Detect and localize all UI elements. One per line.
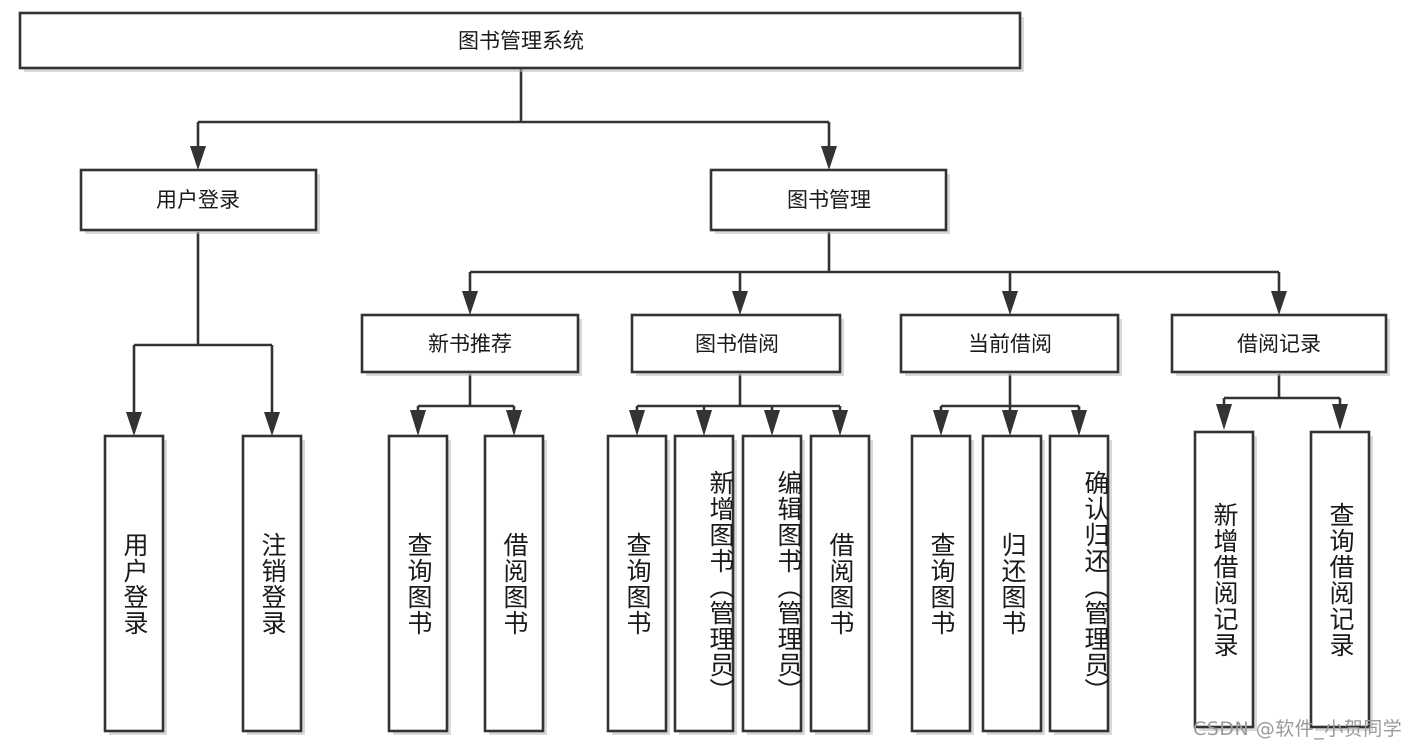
leaf-confirm-return-label: 确认归还（管理员） xyxy=(1081,469,1110,704)
leaf-return-book-label: 归还图书 xyxy=(998,531,1027,636)
leaf-logout-login-label: 注销登录 xyxy=(258,531,287,636)
leaf-query-book-1-label: 查询图书 xyxy=(404,531,433,636)
node-box-leaf-borrow-book-1[interactable] xyxy=(483,434,545,733)
node-box-leaf-user-login[interactable] xyxy=(103,434,165,733)
leaf-borrow-book-2-label: 借阅图书 xyxy=(826,531,855,636)
leaf-add-record-label: 新增借阅记录 xyxy=(1210,501,1239,658)
leaf-query-book-2-label: 查询图书 xyxy=(623,531,652,636)
arrow-to-leaf-borrow-book-2 xyxy=(832,410,848,436)
arrow-to-leaf-query-book-2 xyxy=(629,410,645,436)
node-box-leaf-edit-book[interactable] xyxy=(741,434,803,733)
node-box-leaf-confirm-return[interactable] xyxy=(1048,434,1110,733)
arrow-to-leaf-edit-book xyxy=(764,410,780,436)
arrow-to-leaf-confirm-return xyxy=(1071,410,1087,436)
node-box-book-borrow[interactable] xyxy=(630,313,842,374)
leaf-query-book-3-label: 查询图书 xyxy=(927,531,956,636)
csdn-watermark: CSDN @软件_小贺同学 xyxy=(1193,718,1403,740)
node-box-leaf-return-book[interactable] xyxy=(981,434,1043,733)
arrow-to-leaf-query-book-1 xyxy=(410,410,426,436)
arrow-to-current-borrow xyxy=(1002,291,1018,315)
arrow-to-leaf-add-record xyxy=(1216,404,1232,430)
node-box-book-management[interactable] xyxy=(709,168,948,232)
connector-group xyxy=(126,68,1348,436)
node-box-leaf-query-book-3[interactable] xyxy=(910,434,972,733)
arrow-to-book-management xyxy=(821,146,837,170)
arrow-to-leaf-user-login xyxy=(126,412,142,436)
node-box-leaf-borrow-book-2[interactable] xyxy=(809,434,871,733)
user-login-label: 用户登录 xyxy=(156,188,240,212)
borrow-record-label: 借阅记录 xyxy=(1237,332,1321,356)
leaf-query-record-label: 查询借阅记录 xyxy=(1326,501,1355,658)
node-box-leaf-logout-login[interactable] xyxy=(241,434,303,733)
leaf-add-book-label: 新增图书（管理员） xyxy=(706,469,735,704)
arrow-to-leaf-logout-login xyxy=(264,412,280,436)
leaf-edit-book-label: 编辑图书（管理员） xyxy=(774,469,803,704)
arrow-to-leaf-query-record xyxy=(1332,404,1348,430)
leaf-borrow-book-1-label: 借阅图书 xyxy=(500,531,529,636)
arrow-to-leaf-query-book-3 xyxy=(933,410,949,436)
node-box-root[interactable] xyxy=(18,11,1022,70)
node-box-leaf-add-record[interactable] xyxy=(1193,430,1255,729)
node-box-user-login[interactable] xyxy=(79,168,318,232)
node-box-leaf-add-book[interactable] xyxy=(673,434,735,733)
leaf-user-login-label: 用户登录 xyxy=(120,531,149,636)
new-book-recommend-label: 新书推荐 xyxy=(428,332,512,356)
node-box-leaf-query-record[interactable] xyxy=(1309,430,1371,729)
book-management-label: 图书管理 xyxy=(787,188,871,212)
arrow-to-leaf-add-book xyxy=(696,410,712,436)
root-label: 图书管理系统 xyxy=(458,29,584,53)
node-box-leaf-query-book-2[interactable] xyxy=(606,434,668,733)
arrow-to-new-book-recommend xyxy=(462,291,478,315)
node-box-current-borrow[interactable] xyxy=(899,313,1120,374)
arrow-to-borrow-record xyxy=(1271,291,1287,315)
arrow-to-book-borrow xyxy=(732,291,748,315)
node-box-leaf-query-book-1[interactable] xyxy=(387,434,449,733)
current-borrow-label: 当前借阅 xyxy=(968,332,1052,356)
book-borrow-label: 图书借阅 xyxy=(695,332,779,356)
node-box-new-book-recommend[interactable] xyxy=(360,313,580,374)
arrow-to-leaf-return-book xyxy=(1002,410,1018,436)
arrow-to-leaf-borrow-book-1 xyxy=(506,410,522,436)
arrow-to-user-login xyxy=(190,146,206,170)
node-box-borrow-record[interactable] xyxy=(1170,313,1388,374)
